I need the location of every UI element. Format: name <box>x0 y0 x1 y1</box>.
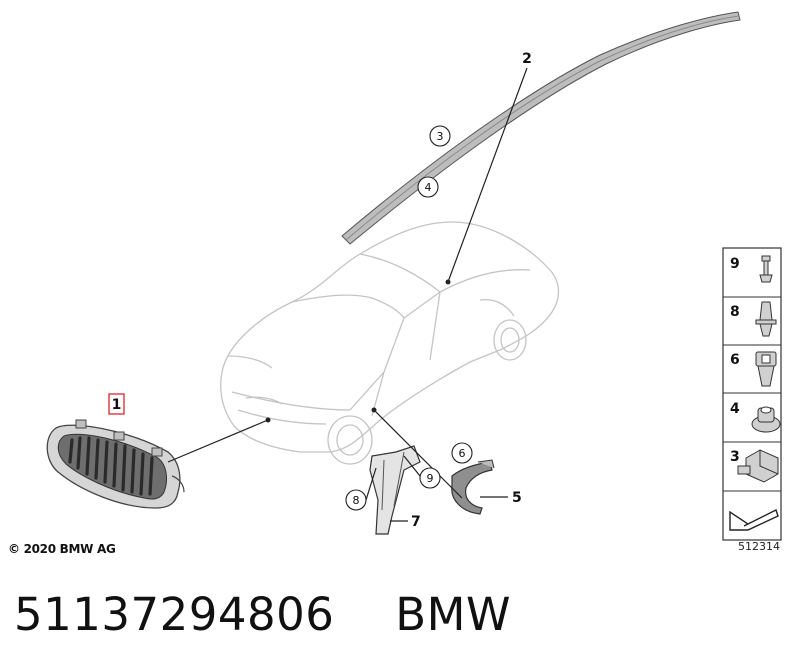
part-number: 51137294806 <box>14 588 335 641</box>
legend-row-6[interactable]: 6 <box>730 351 777 387</box>
callout-6[interactable]: 6 <box>451 442 473 464</box>
legend-row-4[interactable]: 4 <box>730 401 781 433</box>
rivet-icon <box>759 255 773 283</box>
expanding-nut-icon <box>755 351 777 387</box>
roof-trim-strip <box>341 11 741 245</box>
push-clip-icon <box>755 301 777 337</box>
callout-4[interactable]: 4 <box>417 176 439 198</box>
leader-lines <box>167 67 528 522</box>
callout-3[interactable]: 3 <box>429 125 451 147</box>
svg-text:3: 3 <box>730 449 740 465</box>
fastener-legend: 9 8 6 4 <box>722 247 782 541</box>
svg-text:6: 6 <box>459 447 466 460</box>
svg-text:4: 4 <box>425 181 432 194</box>
footer-caption: 51137294806 BMW <box>14 588 511 641</box>
legend-row-9[interactable]: 9 <box>730 255 773 283</box>
bracket-part-7 <box>369 445 421 535</box>
legend-row-8[interactable]: 8 <box>730 301 777 337</box>
callout-9[interactable]: 9 <box>419 467 441 489</box>
legend-arrow-row <box>729 509 779 531</box>
legend-row-3[interactable]: 3 <box>730 449 779 483</box>
svg-text:9: 9 <box>427 472 434 485</box>
grommet-nut-icon <box>751 406 781 433</box>
callout-2[interactable]: 2 <box>522 51 532 67</box>
callout-5[interactable]: 5 <box>512 490 522 506</box>
svg-text:8: 8 <box>353 494 360 507</box>
svg-text:9: 9 <box>730 256 740 272</box>
svg-text:4: 4 <box>730 401 740 417</box>
callout-8[interactable]: 8 <box>345 489 367 511</box>
car-outline <box>220 221 560 465</box>
svg-text:1: 1 <box>112 397 122 413</box>
brand-name: BMW <box>395 588 511 641</box>
clip-bracket-icon <box>737 449 779 483</box>
svg-text:3: 3 <box>437 130 444 143</box>
trim-piece-part-5 <box>451 459 495 515</box>
copyright-text: © 2020 BMW AG <box>8 542 116 556</box>
leader-dots <box>265 279 451 423</box>
kidney-grille <box>46 419 185 509</box>
arrow-icon <box>729 509 779 531</box>
parts-diagram: 1 2 3 4 6 9 8 5 7 9 <box>46 11 782 541</box>
svg-text:8: 8 <box>730 304 740 320</box>
image-number: 512314 <box>738 540 780 553</box>
svg-text:6: 6 <box>730 352 740 368</box>
callout-7[interactable]: 7 <box>411 514 421 530</box>
callout-1[interactable]: 1 <box>108 393 125 415</box>
